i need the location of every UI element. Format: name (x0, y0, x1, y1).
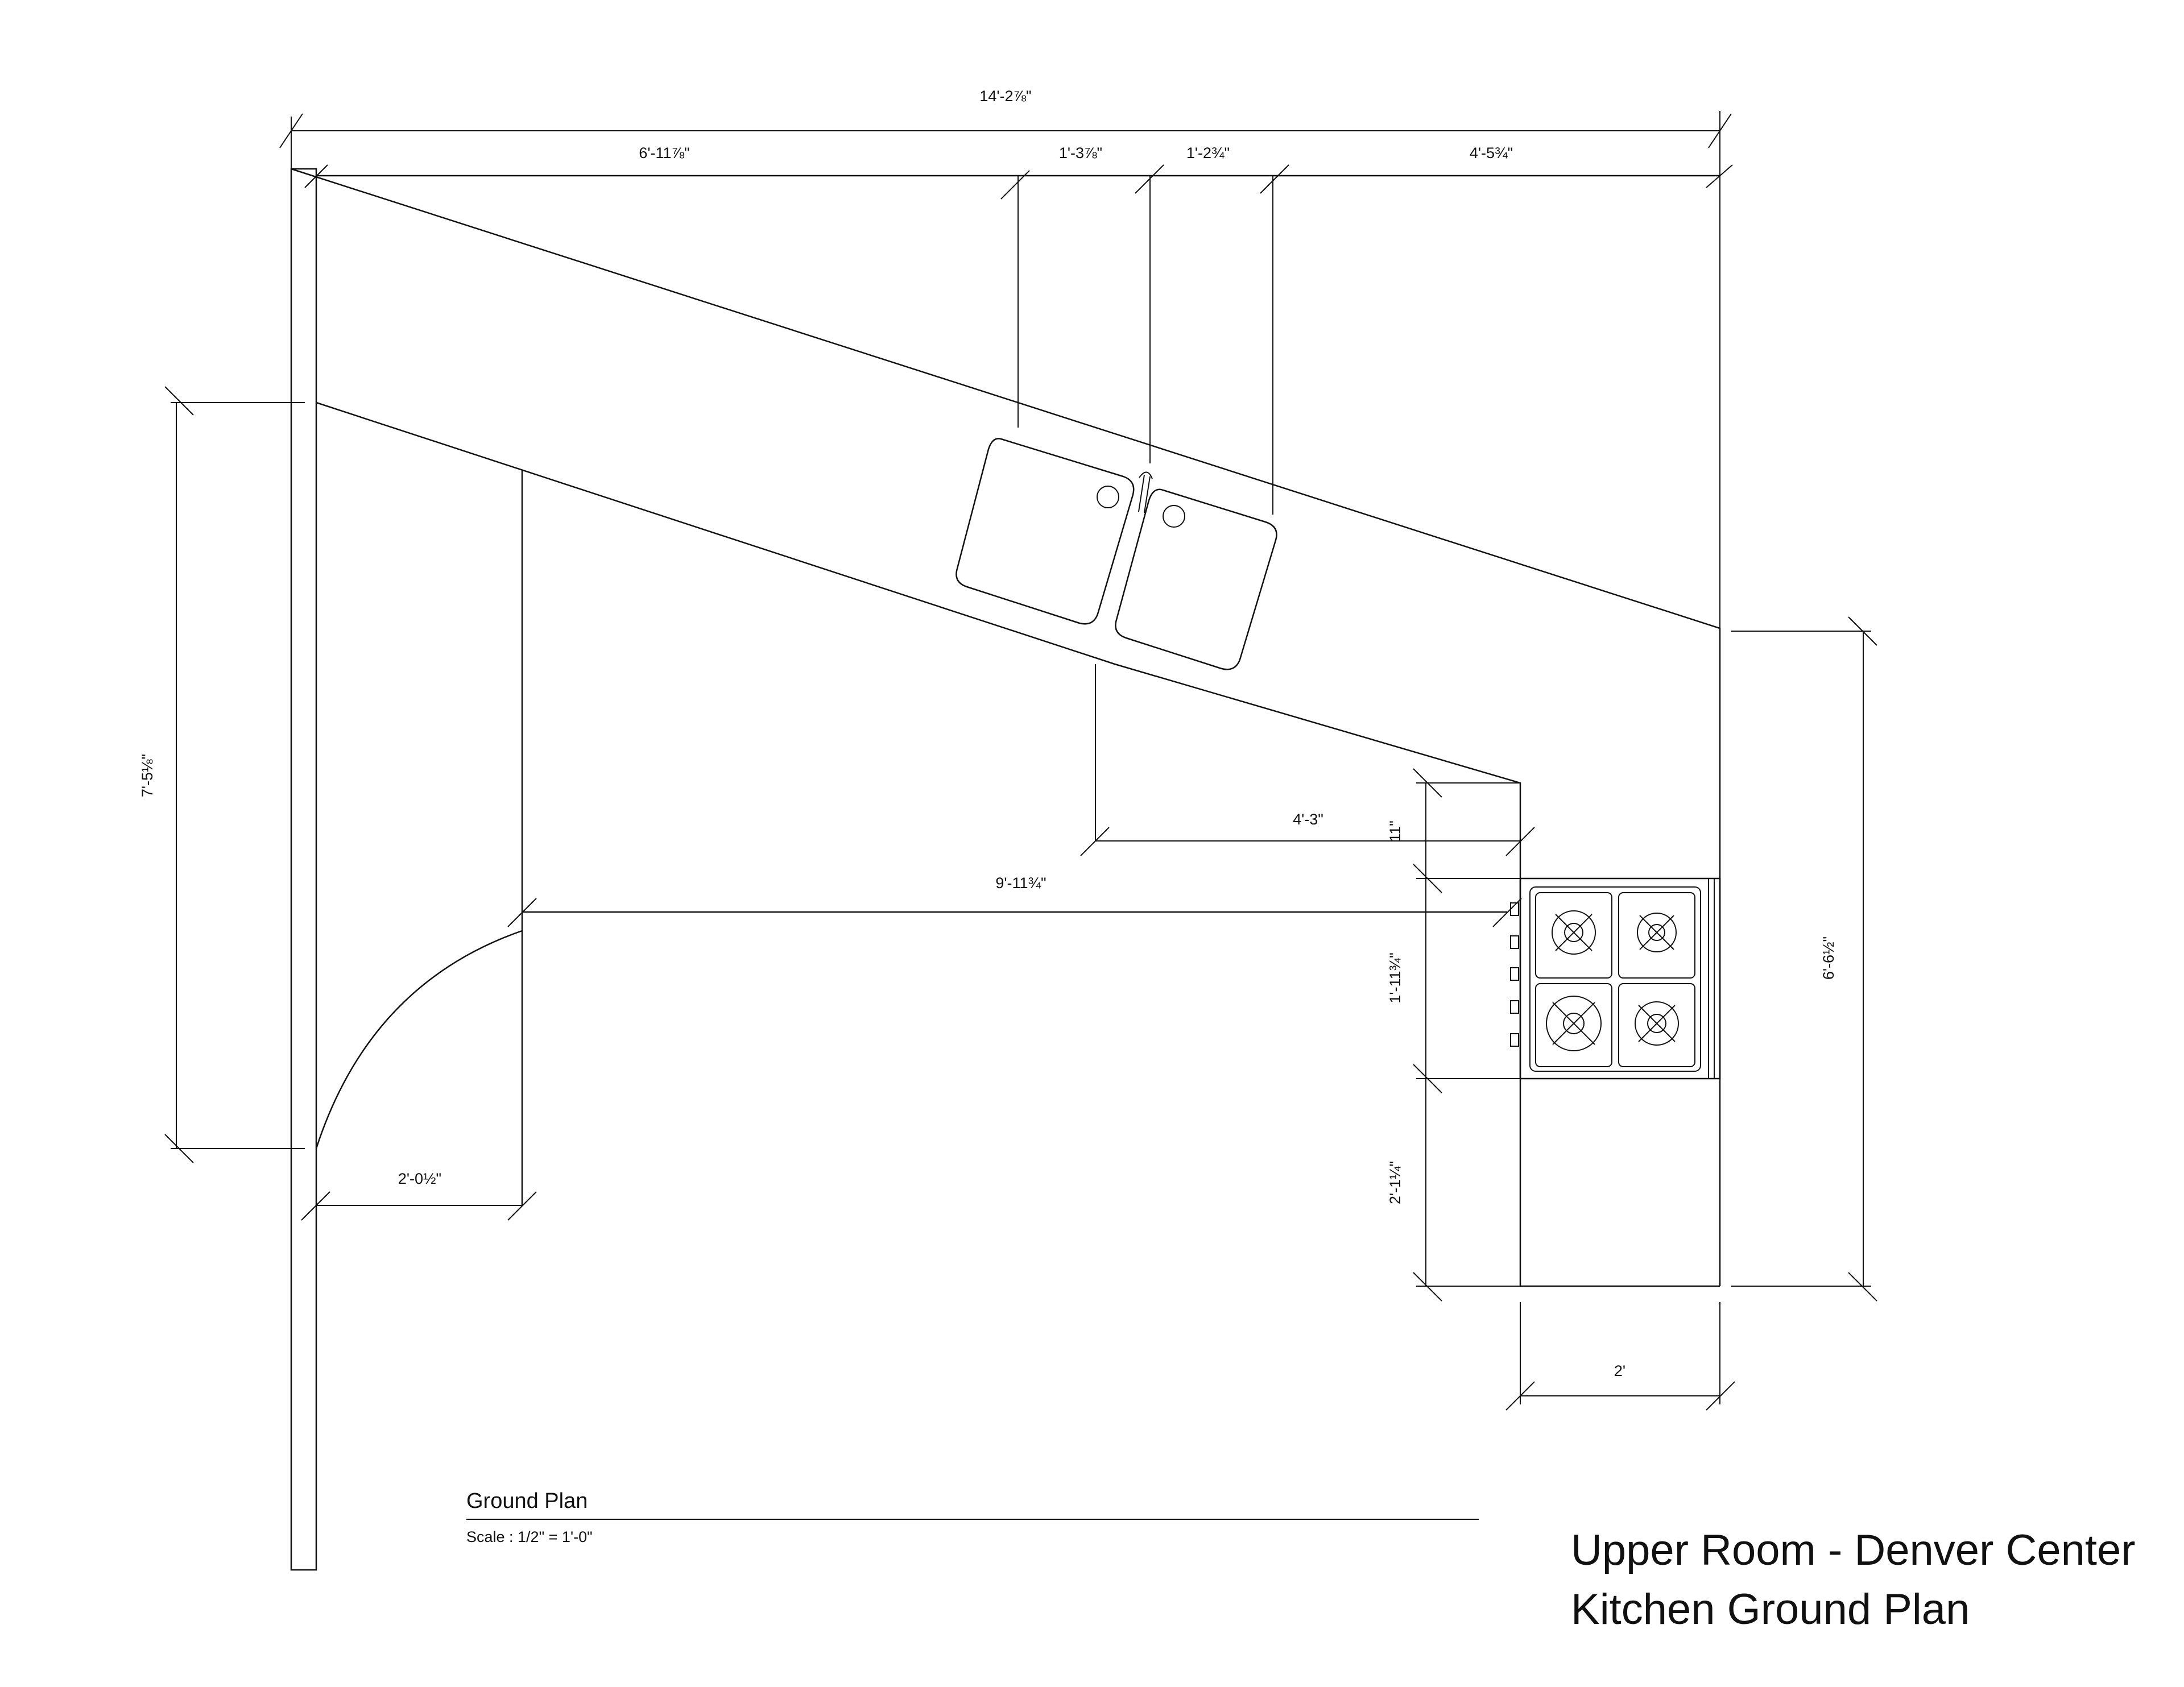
dim-seg-1: 6'-11⅞" (639, 144, 689, 161)
dim-right-height: 6'-6½" (1820, 936, 1837, 980)
cooktop-frame (1529, 886, 1701, 1072)
title-line-2: Kitchen Ground Plan (1571, 1585, 1970, 1634)
dim-range-depth: 1'-11¾" (1387, 952, 1404, 1003)
grate-bottom-left (1535, 983, 1612, 1067)
range-stove (1510, 877, 1721, 1080)
left-wall (290, 168, 317, 1571)
burner-top-left (1552, 910, 1596, 955)
drain-left (1097, 486, 1119, 508)
range-knobs (1510, 902, 1519, 1047)
burner-top-right (1637, 913, 1677, 952)
grate-bottom-right (1618, 983, 1695, 1067)
dim-island-length: 9'-11¾" (995, 874, 1046, 892)
top-slanted-wall (291, 168, 1721, 1286)
sink-bowl-left (956, 438, 1135, 625)
title-line-1: Upper Room - Denver Center (1571, 1526, 2136, 1574)
dim-seg-4: 4'-5¾" (1470, 144, 1513, 161)
burner-bottom-right (1635, 1001, 1679, 1046)
drain-right (1163, 505, 1185, 528)
burner-bottom-left (1546, 996, 1602, 1051)
dim-counter-width: 2' (1614, 1362, 1625, 1379)
dim-counter-to-range: 4'-3" (1293, 811, 1323, 828)
plan-name: Ground Plan (466, 1489, 588, 1513)
dim-seg-2: 1'-3⅞" (1059, 144, 1102, 161)
title-block: Upper Room - Denver Center Kitchen Groun… (1571, 1526, 2136, 1634)
faucet-icon (1138, 471, 1153, 513)
grate-top-left (1535, 892, 1612, 979)
double-sink (956, 438, 1277, 670)
sink-bowl-right (1115, 488, 1277, 670)
plan-scale: Scale : 1/2" = 1'-0" (466, 1528, 593, 1545)
dim-seg-3: 1'-2¾" (1186, 144, 1230, 161)
dim-left-height: 7'-5⅛" (139, 754, 156, 797)
walls (290, 168, 1721, 1571)
dim-counter-depth: 11" (1387, 820, 1404, 842)
dimension-lines (164, 111, 1877, 1411)
door-swing-arc (315, 930, 523, 1149)
dim-door-width: 2'-0½" (398, 1170, 441, 1187)
counter-inner-edge (316, 401, 1521, 1286)
plan-label: Ground Plan Scale : 1/2" = 1'-0" (466, 1489, 1479, 1545)
dim-overall-width: 14'-2⅞" (979, 88, 1031, 105)
range-body (1519, 877, 1721, 1080)
dim-lower-run: 2'-1¼" (1387, 1161, 1404, 1204)
grate-top-right (1618, 892, 1695, 979)
